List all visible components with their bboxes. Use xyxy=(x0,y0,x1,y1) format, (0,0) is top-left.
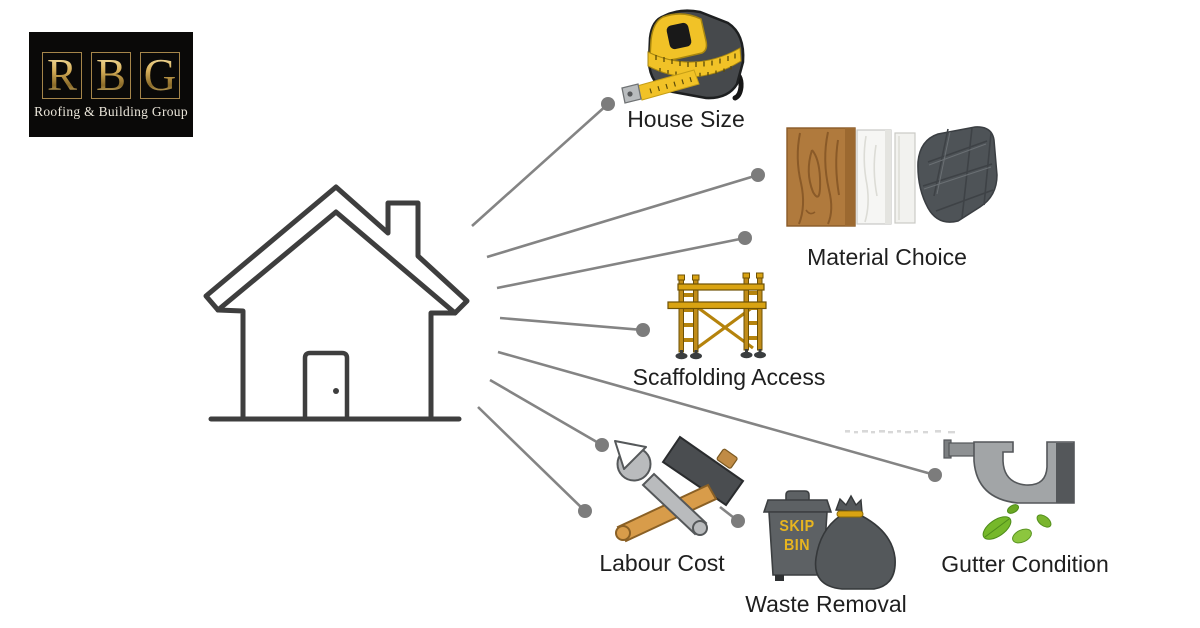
wood-plank xyxy=(786,127,856,227)
connector-line-labour xyxy=(489,378,603,447)
connector-line-material-bottom xyxy=(496,236,746,290)
logo-letter-r: R xyxy=(46,50,77,100)
bin-lid xyxy=(762,499,833,513)
connector-line-labour-lower xyxy=(477,406,586,512)
connector-dot xyxy=(636,323,650,337)
rbg-logo: R B G Roofing & Building Group xyxy=(29,32,193,137)
tape-strip-ticks xyxy=(649,77,692,94)
connector-dot xyxy=(578,504,592,518)
skip-bin-icon xyxy=(762,490,896,590)
logo-letterbox: B xyxy=(91,52,131,99)
connector-dots xyxy=(578,97,942,528)
logo-letterbox: R xyxy=(42,52,82,99)
label-gutter-condition: Gutter Condition xyxy=(941,551,1109,577)
erased-text-artifact xyxy=(845,430,955,434)
bin-handle xyxy=(785,490,810,502)
gutter-bracket xyxy=(948,442,976,457)
wrench-icon xyxy=(614,440,708,536)
materials-icon xyxy=(786,126,998,227)
house-doorknob xyxy=(333,388,339,394)
connector-line-gutter xyxy=(497,350,936,477)
tape-window xyxy=(666,22,692,50)
connector-dot xyxy=(731,514,745,528)
label-labour-cost: Labour Cost xyxy=(599,550,725,576)
rubbish-bag xyxy=(814,494,896,590)
tape-measure-icon xyxy=(621,9,745,104)
house-right-wall xyxy=(428,310,458,421)
connector-line-house-size xyxy=(471,103,609,227)
connector-line-material-top xyxy=(486,173,759,259)
logo-tagline: Roofing & Building Group xyxy=(34,104,188,119)
scaffold-feet xyxy=(675,349,766,360)
house-icon xyxy=(203,184,470,422)
skip-bin-label-line1: SKIP xyxy=(779,518,815,535)
house-left-wall xyxy=(215,307,246,421)
scaffolding-icon xyxy=(667,272,767,360)
white-plank-narrow xyxy=(894,132,916,224)
logo-letterbox: G xyxy=(140,52,180,99)
connector-dot xyxy=(738,231,752,245)
leaves xyxy=(982,504,1052,544)
skip-bin-label: SKIP BIN xyxy=(779,517,814,555)
bag-tie xyxy=(836,510,864,518)
bag-spikes xyxy=(835,494,863,513)
connector-dot xyxy=(751,168,765,182)
bag-body xyxy=(814,515,896,590)
house-door xyxy=(302,350,350,422)
shingle-swatch xyxy=(917,126,998,223)
skip-bin-label-line2: BIN xyxy=(784,537,810,554)
bin-foot xyxy=(775,575,784,581)
logo-letter-b: B xyxy=(95,50,126,100)
connector-dot xyxy=(601,97,615,111)
house-roof xyxy=(203,184,470,316)
logo-letters: R B G xyxy=(29,52,193,99)
gutter-profile xyxy=(973,441,1075,504)
hammer-icon xyxy=(615,435,745,543)
label-waste-removal: Waste Removal xyxy=(745,591,907,617)
tape-clip-hole xyxy=(627,91,633,97)
white-plank xyxy=(856,129,892,225)
connector-lines xyxy=(471,103,936,523)
label-house-size: House Size xyxy=(627,106,745,132)
label-scaffolding-access: Scaffolding Access xyxy=(632,364,826,390)
connector-dot xyxy=(928,468,942,482)
tools-icon xyxy=(614,435,745,543)
logo-letter-g: G xyxy=(143,50,177,100)
connector-line-scaffolding xyxy=(499,316,644,332)
label-material-choice: Material Choice xyxy=(807,244,967,270)
scaffold-beams xyxy=(667,283,767,310)
connector-dot xyxy=(595,438,609,452)
gutter-icon xyxy=(943,439,1075,544)
gutter-dark-side xyxy=(1056,443,1074,503)
